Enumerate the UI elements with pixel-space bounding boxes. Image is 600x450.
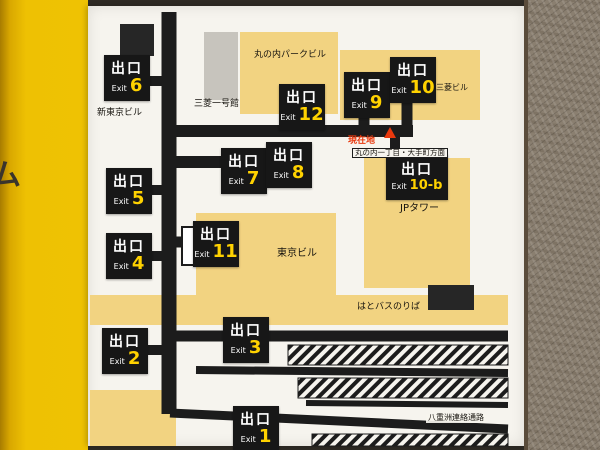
label-yaesu-passage: 八重洲連絡通路 — [426, 413, 486, 423]
sign-yellow-border: ム — [0, 0, 88, 450]
exit-en: Exit — [228, 177, 244, 187]
exit-number: 6 — [129, 75, 143, 97]
exit-number: 5 — [131, 188, 145, 210]
exit-kanji: 出口 — [286, 89, 318, 106]
exit-en: Exit — [391, 181, 407, 191]
label-marunouchi-park-building: 丸の内パークビル — [254, 50, 327, 60]
exit-en: Exit — [273, 171, 289, 181]
exit-kanji: 出口 — [240, 411, 272, 428]
exit-number: 3 — [248, 337, 262, 359]
exit-kanji: 出口 — [273, 147, 305, 164]
exit-kanji: 出口 — [109, 333, 141, 350]
corridor-block-top-left — [120, 24, 154, 56]
exit-number: 4 — [131, 253, 145, 275]
exit-kanji: 出口 — [111, 60, 143, 77]
exit-en: Exit — [280, 113, 296, 123]
label-mitsubishi-building: 三菱ビル — [436, 83, 468, 92]
exit-number: 1 — [258, 426, 272, 448]
exit-kanji: 出口 — [200, 226, 232, 243]
side-partial-text: ム — [0, 158, 21, 193]
label-jp-tower: JPタワー — [400, 203, 439, 214]
exit-en: Exit — [240, 435, 256, 445]
exit-number: 9 — [369, 92, 383, 114]
exit-number: 11 — [212, 241, 238, 263]
label-mitsubishi-ichigokan: 三菱一号館 — [194, 99, 240, 109]
exit-number: 10 — [409, 77, 435, 99]
exit-number: 12 — [298, 104, 324, 126]
exit-en: Exit — [194, 250, 210, 260]
exit-en: Exit — [113, 262, 129, 272]
exit-number: 7 — [246, 168, 260, 190]
building-mitsubishi-ichigokan — [204, 32, 238, 100]
exit-en: Exit — [230, 346, 246, 356]
label-shin-tokyo-building: 新東京ビル — [97, 108, 143, 118]
exit-kanji: 出口 — [351, 77, 383, 94]
label-direction-sign: 丸の内一丁目・大手町方面 — [352, 148, 448, 159]
exit-kanji: 出口 — [113, 173, 145, 190]
label-tokyo-building: 東京ビル — [277, 248, 317, 259]
wall-texture — [524, 0, 600, 450]
label-current-location: 現在地 — [348, 136, 376, 146]
exit-number: 8 — [291, 162, 305, 184]
structure-block-right — [428, 285, 474, 310]
exit-kanji: 出口 — [397, 62, 429, 79]
exit-kanji: 出口 — [230, 322, 262, 339]
exit-number: 2 — [127, 348, 141, 370]
exit-en: Exit — [351, 101, 367, 111]
exit-en: Exit — [391, 86, 407, 96]
exit-number: 10-b — [409, 177, 443, 193]
exit-kanji: 出口 — [401, 162, 433, 179]
exit-en: Exit — [111, 84, 127, 94]
exit-kanji: 出口 — [228, 153, 260, 170]
exit-en: Exit — [113, 197, 129, 207]
label-hato-bus-stop: はとバスのりば — [357, 302, 421, 312]
building-bottom-left — [90, 390, 176, 446]
exit-kanji: 出口 — [113, 238, 145, 255]
exit-en: Exit — [109, 357, 125, 367]
